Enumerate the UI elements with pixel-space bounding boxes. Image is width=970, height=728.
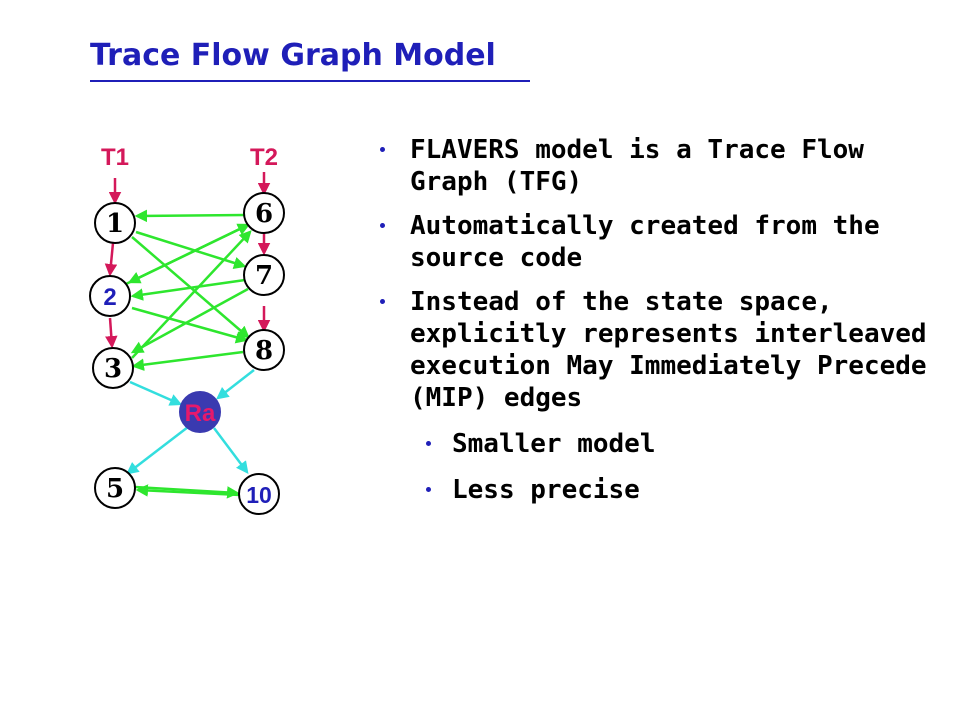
bullet-dot-icon [426,487,431,492]
control-edge-2-3 [105,317,118,349]
bullet-item: Instead of the state space, explicitly r… [380,286,950,414]
sync-edge-ra-5 [126,426,189,475]
node-1: 1 [94,202,136,244]
mip-edge-2-8 [131,306,249,344]
mip-edge-5-10 [134,485,240,499]
mip-edge-8-3 [131,350,244,371]
sub-bullet-text: Less precise [452,475,640,505]
svg-text:3: 3 [104,354,122,384]
bullet-text: Automatically created from the source co… [410,211,880,273]
bullet-item: Automatically created from the source co… [380,210,950,274]
lane-label-t1: T1 [101,144,129,171]
svg-text:2: 2 [103,284,116,311]
svg-text:5: 5 [106,474,124,504]
node-7: 7 [243,254,285,296]
sync-edge-ra-10 [213,427,249,474]
node-3: 3 [92,347,134,389]
bullet-item: FLAVERS model is a Trace Flow Graph (TFG… [380,134,950,198]
title-underline [90,80,530,82]
svg-text:10: 10 [246,482,272,508]
svg-text:7: 7 [255,261,273,291]
sync-edge-8-ra [216,369,255,400]
mip-edge-7-2 [130,278,246,301]
mip-edge-3-6 [131,230,252,359]
mip-edge-6-1 [134,209,246,223]
node-5: 5 [94,467,136,509]
svg-text:6: 6 [255,199,273,229]
bullet-dot-icon [426,441,431,446]
node-2: 2 [89,275,131,317]
node-10: 10 [238,473,280,515]
sub-bullet-item: Less precise [380,474,950,506]
bullet-dot-icon [380,147,385,152]
bullet-dot-icon [380,299,385,304]
node-6: 6 [243,192,285,234]
mip-edge-10-5 [135,484,241,497]
sub-bullet-text: Smaller model [452,429,656,459]
control-edge-1-2 [104,242,118,277]
bullet-text: FLAVERS model is a Trace Flow Graph (TFG… [410,135,864,197]
svg-text:8: 8 [255,336,273,366]
slide-title: Trace Flow Graph Model [90,38,496,73]
mip-edge-7-3 [130,287,249,354]
sub-bullet-item: Smaller model [380,428,950,460]
bullet-dot-icon [380,223,385,228]
bullet-list: FLAVERS model is a Trace Flow Graph (TFG… [380,134,950,506]
lane-label-t2: T2 [250,144,278,171]
node-rendezvous-ra: Ra [179,391,221,433]
bullet-text: Instead of the state space, explicitly r… [410,287,927,413]
svg-text:Ra: Ra [185,400,216,427]
mip-edge-1-7 [135,230,247,269]
sync-edge-3-ra [129,380,183,406]
mip-edge-2-6 [125,223,251,286]
node-8: 8 [243,329,285,371]
svg-text:1: 1 [106,209,124,239]
